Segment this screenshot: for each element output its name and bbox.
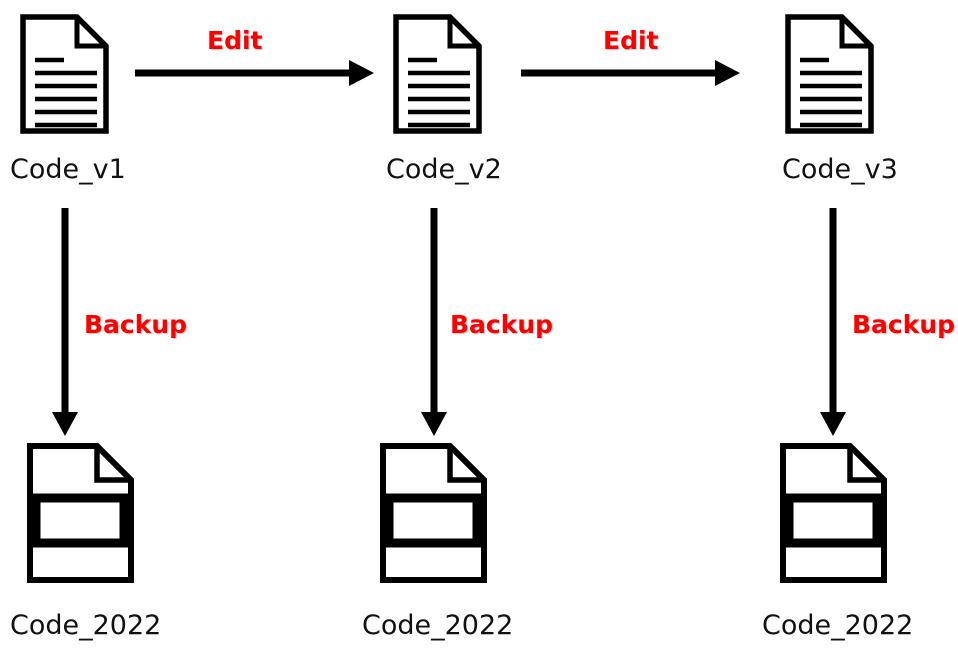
document-icon bbox=[393, 14, 482, 134]
edit-arrow bbox=[519, 58, 744, 88]
document-icon bbox=[785, 14, 874, 134]
version-caption: Code_v1 bbox=[10, 154, 126, 185]
version-caption: Code_v2 bbox=[386, 154, 502, 185]
backup-arrow bbox=[419, 206, 449, 438]
edit-edge-label: Edit bbox=[603, 26, 659, 55]
zip-file-icon: ZIP bbox=[780, 443, 887, 583]
backup-caption: Code_2022 bbox=[762, 610, 914, 641]
edit-arrow bbox=[133, 58, 378, 88]
backup-edge-label: Backup bbox=[450, 310, 554, 339]
backup-edge-label: Backup bbox=[84, 310, 188, 339]
zip-file-icon: ZIP bbox=[27, 443, 134, 583]
backup-arrow bbox=[818, 206, 848, 438]
backup-arrow bbox=[50, 206, 80, 438]
document-icon bbox=[20, 14, 109, 134]
backup-caption: Code_2022 bbox=[362, 610, 514, 641]
backup-edge-label: Backup bbox=[852, 310, 956, 339]
backup-caption: Code_2022 bbox=[10, 610, 162, 641]
version-caption: Code_v3 bbox=[782, 154, 898, 185]
zip-file-icon: ZIP bbox=[380, 443, 487, 583]
edit-edge-label: Edit bbox=[207, 26, 263, 55]
